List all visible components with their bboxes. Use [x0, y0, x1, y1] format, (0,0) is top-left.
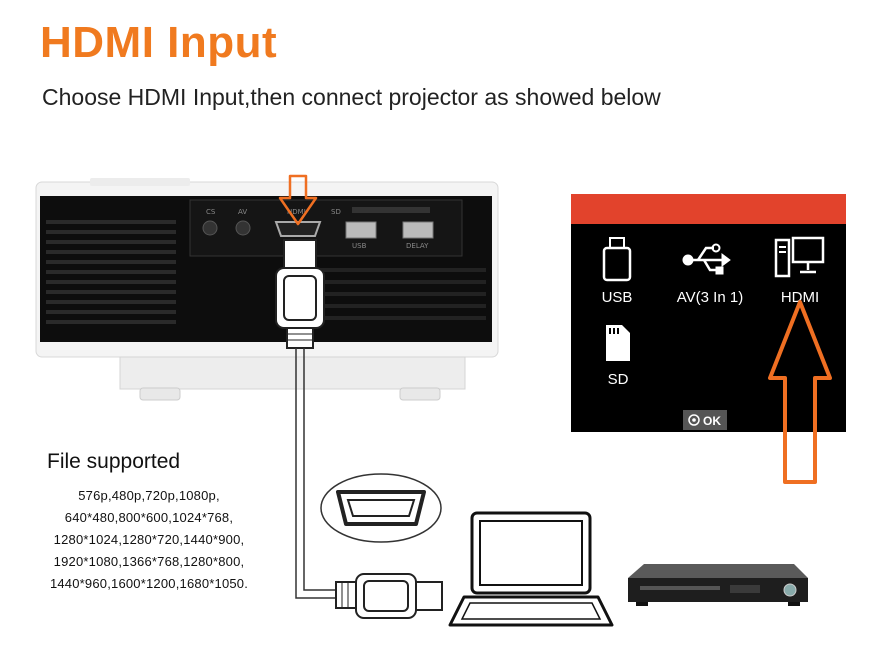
page-title: HDMI Input — [40, 18, 278, 67]
port-label-usb: USB — [352, 242, 367, 250]
up-arrow-icon — [768, 300, 832, 484]
page-subtitle: Choose HDMI Input,then connect projector… — [42, 84, 661, 110]
resolution-line: 1920*1080,1366*768,1280*800, — [53, 554, 245, 569]
ok-circle-icon — [688, 414, 700, 426]
menu-item-av[interactable]: AV(3 In 1) — [677, 289, 743, 306]
ok-label: OK — [703, 414, 721, 428]
sd-slot — [352, 207, 430, 213]
hdmi-plug-top — [275, 239, 325, 349]
usb-drive-icon — [602, 237, 632, 282]
sd-card-icon — [606, 325, 630, 361]
usb-symbol-icon — [682, 243, 731, 275]
av-jack — [235, 220, 251, 236]
hdmi-port-icon — [320, 473, 442, 543]
menu-item-usb[interactable]: USB — [602, 289, 633, 306]
menu-item-sd[interactable]: SD — [608, 371, 629, 388]
projector: CS AV HDMI SD USB DELAY — [35, 178, 499, 401]
port-label-delay: DELAY — [406, 242, 429, 250]
resolution-line: 1440*960,1600*1200,1680*1050. — [49, 576, 249, 591]
port-label-hdmi: HDMI — [287, 208, 306, 216]
projector-vents — [46, 220, 486, 324]
hdmi-cable — [295, 348, 336, 599]
resolution-line: 1280*1024,1280*720,1440*900, — [53, 532, 245, 547]
menu-item-hdmi[interactable]: HDMI — [781, 289, 819, 306]
port-label-av: AV — [238, 208, 247, 216]
down-arrow-icon — [278, 174, 318, 226]
resolution-line: 640*480,800*600,1024*768, — [64, 510, 234, 525]
computer-icon — [774, 236, 825, 278]
usb-port — [345, 221, 377, 239]
dvd-player-icon — [628, 564, 808, 606]
usb-port-2 — [402, 221, 434, 239]
port-label-cs: CS — [206, 208, 216, 216]
resolution-line: 576p,480p,720p,1080p, — [78, 488, 220, 503]
files-supported-list: 576p,480p,720p,1080p, 640*480,800*600,10… — [14, 485, 284, 595]
hdmi-plug-bottom — [335, 573, 443, 619]
hdmi-port — [274, 221, 322, 237]
files-supported-title: File supported — [47, 450, 181, 473]
input-menu: USB AV(3 In 1) HDMI S — [571, 194, 846, 432]
port-label-sd: SD — [331, 208, 341, 216]
ok-button[interactable]: OK — [683, 410, 727, 430]
laptop-icon — [448, 511, 614, 627]
cs-jack — [202, 220, 218, 236]
